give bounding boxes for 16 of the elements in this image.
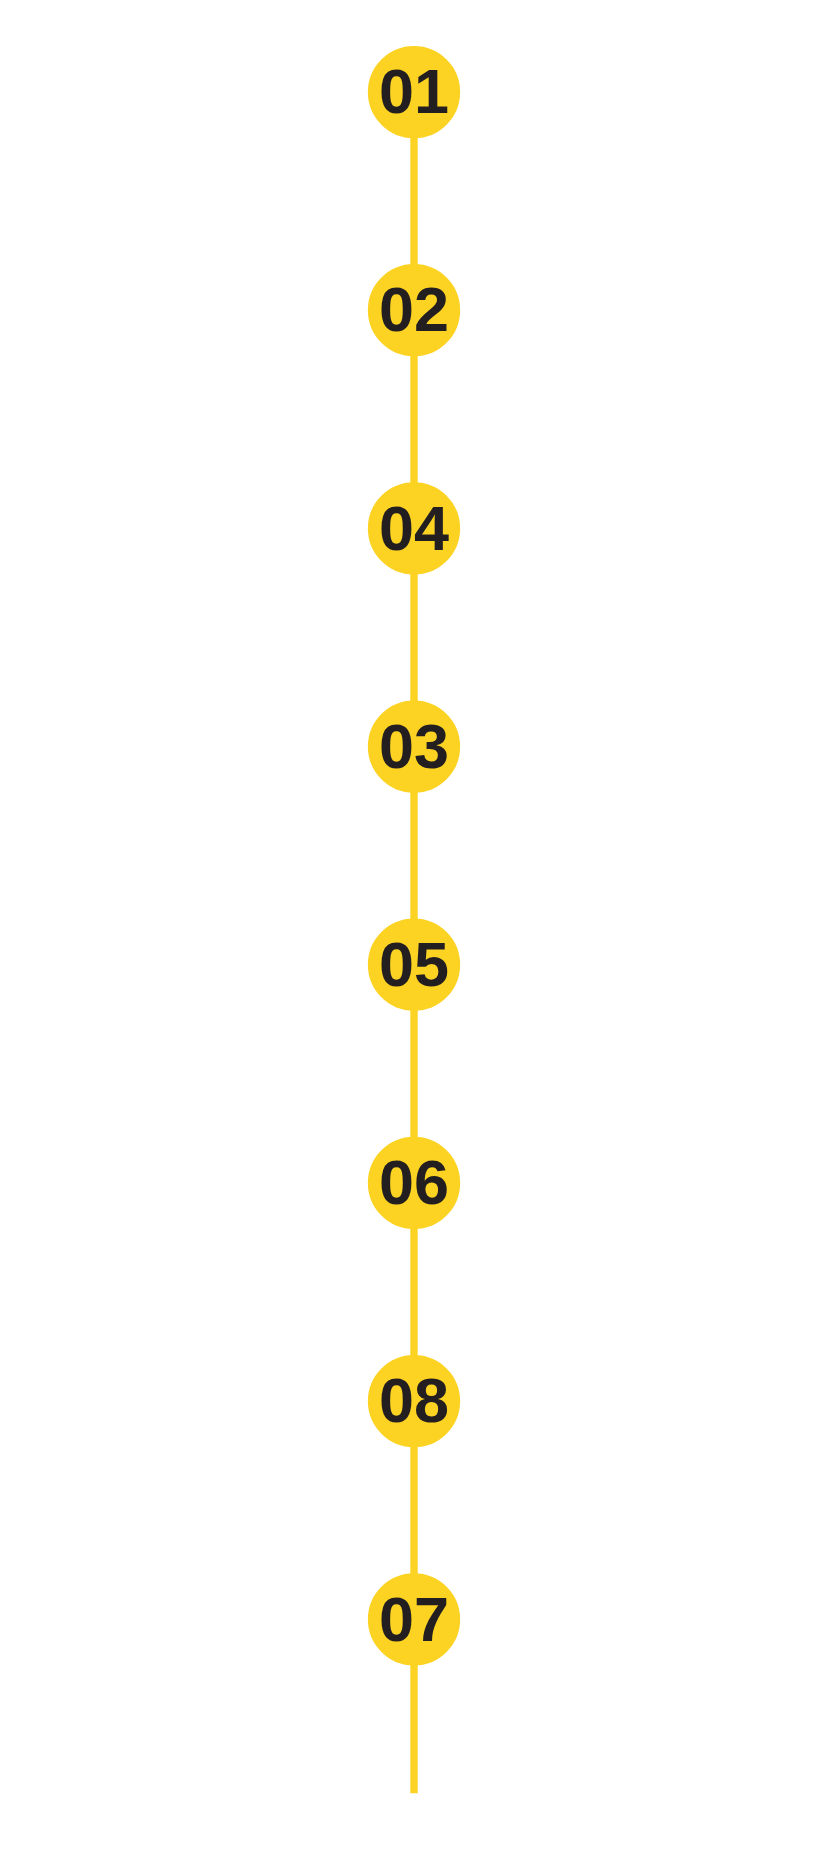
- connector: [410, 572, 418, 703]
- node-circle: 06: [367, 1136, 461, 1230]
- node-circle: 03: [367, 700, 461, 793]
- connector: [410, 136, 418, 266]
- connector: [410, 354, 418, 485]
- connector: [410, 1663, 418, 1794]
- connector: [410, 1227, 418, 1357]
- connector: [410, 1009, 418, 1139]
- node-circle: 02: [367, 264, 461, 357]
- node-circle: 01: [367, 45, 461, 139]
- node-circle: 04: [367, 482, 461, 575]
- node-circle: 08: [367, 1354, 461, 1448]
- node-circle: 07: [367, 1573, 461, 1666]
- node-circle: 05: [367, 918, 461, 1011]
- connector: [410, 790, 418, 921]
- connector: [410, 1445, 418, 1575]
